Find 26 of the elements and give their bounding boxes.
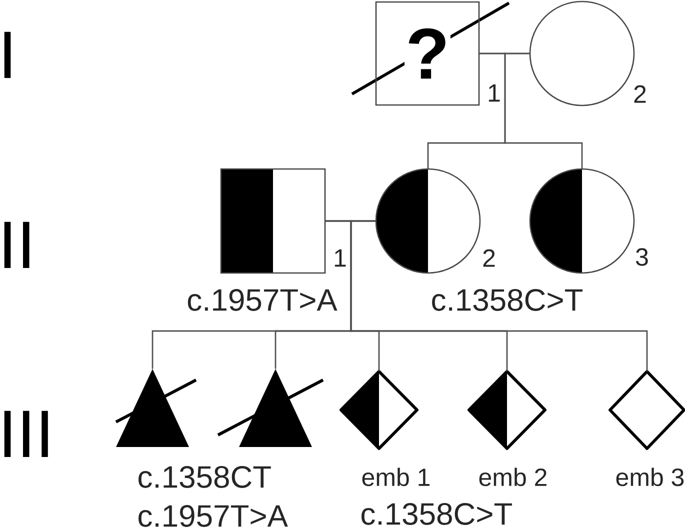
diamond-symbol <box>468 370 546 450</box>
variant-label: c.1358CT <box>138 466 271 488</box>
variant-label: c.1358C>T <box>362 503 512 525</box>
generation-numeral: II <box>4 222 30 268</box>
embryo-label: emb 3 <box>616 468 684 486</box>
generation-numeral: III <box>4 410 48 457</box>
individual-number: 3 <box>636 248 648 266</box>
variant-label: c.1957T>A <box>188 289 338 311</box>
descent-line <box>504 52 583 169</box>
circle-symbol <box>529 168 635 274</box>
individual-number: 1 <box>488 84 500 102</box>
triangle-symbol <box>239 368 312 447</box>
diamond-symbol <box>340 370 418 450</box>
embryo-label: emb 2 <box>479 468 546 486</box>
diamond-symbol <box>608 370 685 450</box>
individual-number: 2 <box>483 249 495 267</box>
individual-number: 2 <box>634 85 646 103</box>
embryo-label: emb 1 <box>362 468 430 486</box>
triangle-symbol <box>116 368 189 447</box>
circle-symbol <box>529 0 635 106</box>
individual-number: 1 <box>334 249 346 267</box>
variant-label: c.1358C>T <box>432 289 583 311</box>
square-symbol <box>220 168 326 274</box>
generation-numeral: I <box>4 32 11 78</box>
variant-label: c.1957T>A <box>138 505 288 527</box>
circle-symbol <box>375 168 481 274</box>
